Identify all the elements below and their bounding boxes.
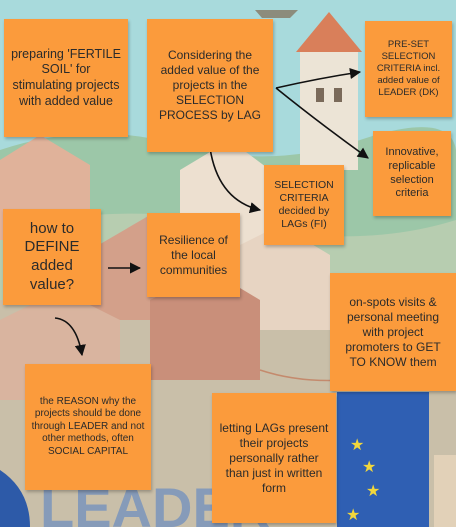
note-define-added-value: how to DEFINE added value?	[3, 209, 101, 305]
note-resilience: Resilience of the local communities	[147, 213, 240, 297]
svg-text:★: ★	[366, 481, 380, 500]
note-selection-process: Considering the added value of the proje…	[147, 19, 273, 152]
note-innovative-criteria: Innovative, replicable selection criteri…	[373, 131, 451, 216]
note-lag-criteria: SELECTION CRITERIA decided by LAGs (FI)	[264, 165, 344, 245]
svg-text:★: ★	[350, 435, 364, 454]
note-preset-criteria: PRE-SET SELECTION CRITERIA incl. added v…	[365, 21, 452, 117]
svg-text:★: ★	[362, 457, 376, 476]
svg-text:★: ★	[346, 505, 360, 524]
note-fertile-soil: preparing 'FERTILE SOIL' for stimulating…	[4, 19, 128, 137]
note-site-visits: on-spots visits & personal meeting with …	[330, 273, 456, 391]
note-reason: the REASON why the projects should be do…	[25, 364, 151, 490]
note-lags-present: letting LAGs present their projects pers…	[212, 393, 336, 523]
